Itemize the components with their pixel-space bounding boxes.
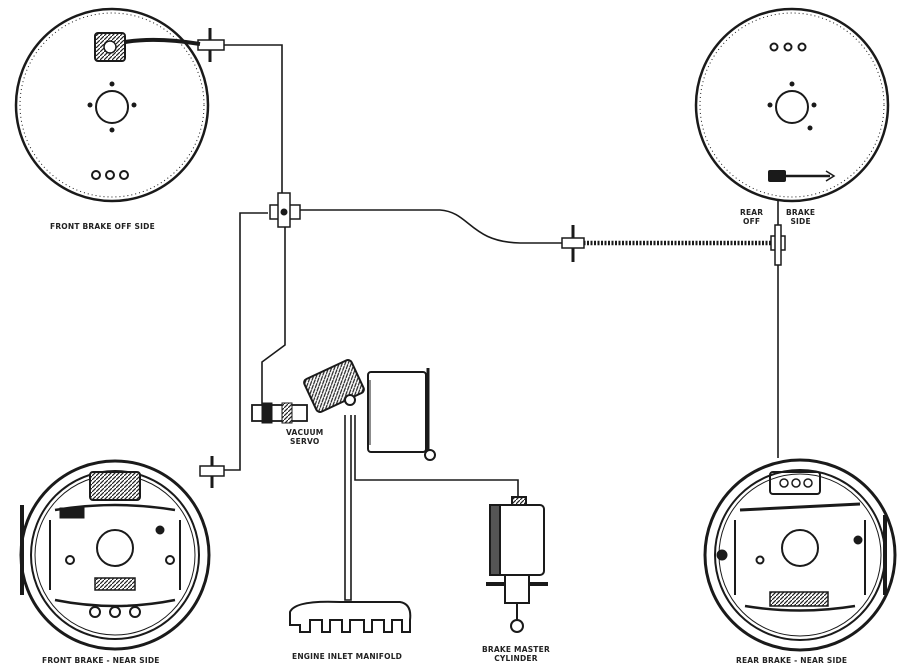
label-rear-off: REAR OFF [740, 208, 763, 226]
pipe-tee-to-rear [295, 209, 566, 244]
front-brake-nearside-assembly [19, 459, 211, 651]
pipe-tee-to-front-nearside [222, 212, 268, 471]
hose-flange-rear [561, 225, 585, 262]
label-engine-inlet-manifold: ENGINE INLET MANIFOLD [292, 652, 403, 661]
label-rear-brake-near-side: REAR BRAKE - NEAR SIDE [736, 656, 848, 665]
label-brake-master-cylinder: BRAKE MASTER CYLINDER [482, 645, 550, 663]
front-brake-offside-drum [14, 7, 210, 203]
label-vacuum-servo: VACUUM SERVO [286, 428, 323, 446]
hose-flange-front-nearside [199, 456, 225, 488]
pipe-front-offside [222, 44, 283, 200]
rear-brake-nearside-assembly [703, 458, 897, 652]
pipe-tee-to-servo [261, 225, 286, 405]
label-front-brake-near-side: FRONT BRAKE - NEAR SIDE [42, 656, 160, 665]
brake-pipes [222, 44, 779, 601]
pipe-servo-to-manifold [344, 415, 352, 601]
hose-flange-front-offside [197, 28, 225, 62]
label-brake-master-cylinder-text: BRAKE MASTER CYLINDER [482, 645, 550, 663]
label-rear-off-text: REAR OFF [740, 208, 764, 226]
drum-edge-marks [20, 505, 887, 595]
label-front-brake-off-side: FRONT BRAKE OFF SIDE [50, 222, 155, 231]
label-brake-side-text: BRAKE SIDE [786, 208, 816, 226]
rear-brake-offside-drum [694, 7, 890, 203]
vacuum-servo-unit [251, 359, 436, 461]
engine-inlet-manifold [289, 600, 412, 633]
label-brake-side: BRAKE SIDE [786, 208, 815, 226]
label-vacuum-servo-text: VACUUM SERVO [286, 428, 324, 446]
pipe-servo-to-master [354, 415, 519, 500]
brake-master-cylinder [486, 496, 548, 633]
pipe-tee-rear [770, 224, 786, 266]
pipe-tee-main [269, 192, 301, 228]
